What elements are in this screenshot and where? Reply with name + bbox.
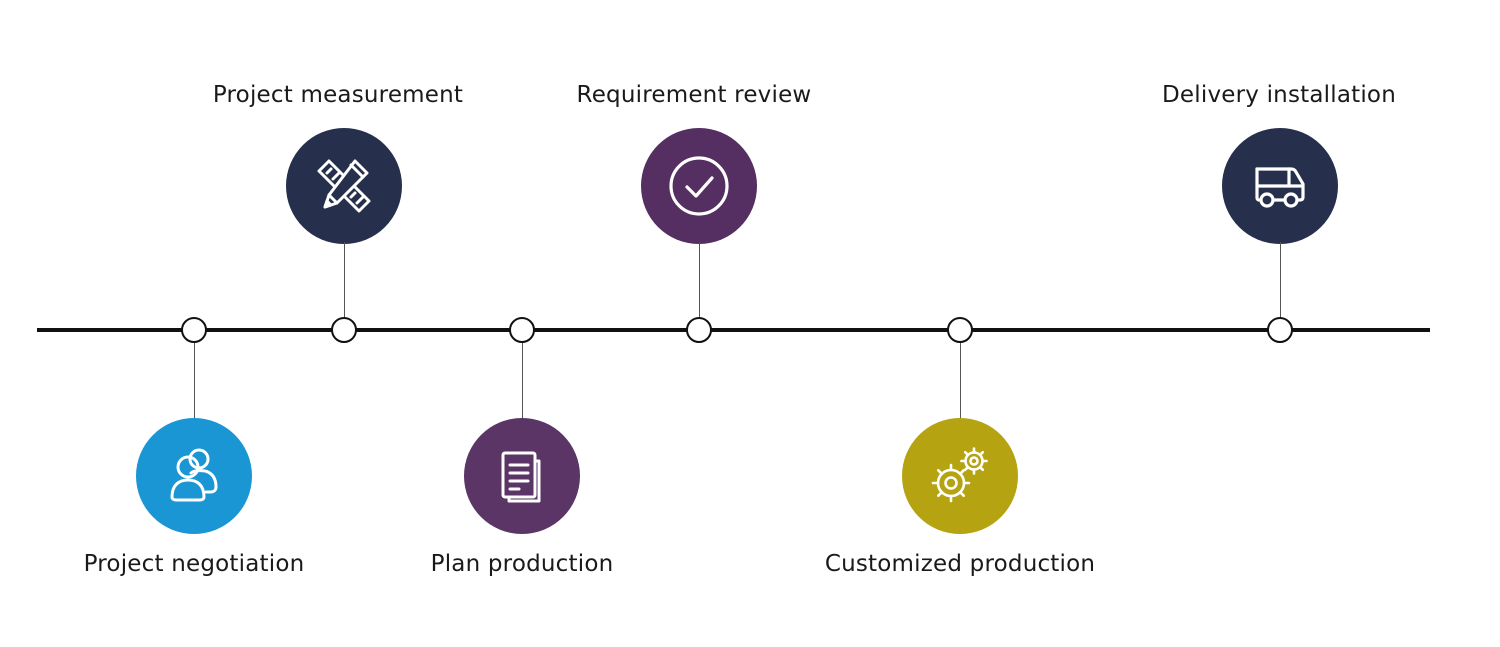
users-icon (170, 448, 218, 502)
step-label-requirement-review: Requirement review (576, 82, 812, 108)
step-icon-circle (136, 418, 252, 534)
step-icon-circle (286, 128, 402, 244)
milestone-dot (181, 317, 207, 343)
milestone-dot (509, 317, 535, 343)
step-icon-circle (1222, 128, 1338, 244)
step-icon-circle (902, 418, 1018, 534)
step-label-customized-production: Customized production (824, 551, 1096, 577)
truck-icon (1255, 167, 1305, 208)
connector-line (1279, 242, 1281, 319)
milestone-dot (686, 317, 712, 343)
milestone-dot (1267, 317, 1293, 343)
connector-line (959, 342, 961, 420)
step-label-delivery-installation: Delivery installation (1162, 82, 1396, 108)
gears-icon (931, 447, 988, 503)
step-label-project-measurement: Project measurement (212, 82, 464, 108)
milestone-dot (947, 317, 973, 343)
step-icon-circle (464, 418, 580, 534)
ruler-pencil-icon (317, 159, 371, 213)
step-label-project-negotiation: Project negotiation (83, 551, 305, 577)
step-icon-circle (641, 128, 757, 244)
connector-line (343, 242, 345, 319)
timeline-line (37, 328, 1430, 332)
checkmark-circle-icon (669, 156, 729, 216)
connector-line (698, 242, 700, 319)
document-icon (501, 451, 541, 503)
connector-line (521, 342, 523, 420)
step-label-plan-production: Plan production (430, 551, 614, 577)
connector-line (193, 342, 195, 420)
milestone-dot (331, 317, 357, 343)
